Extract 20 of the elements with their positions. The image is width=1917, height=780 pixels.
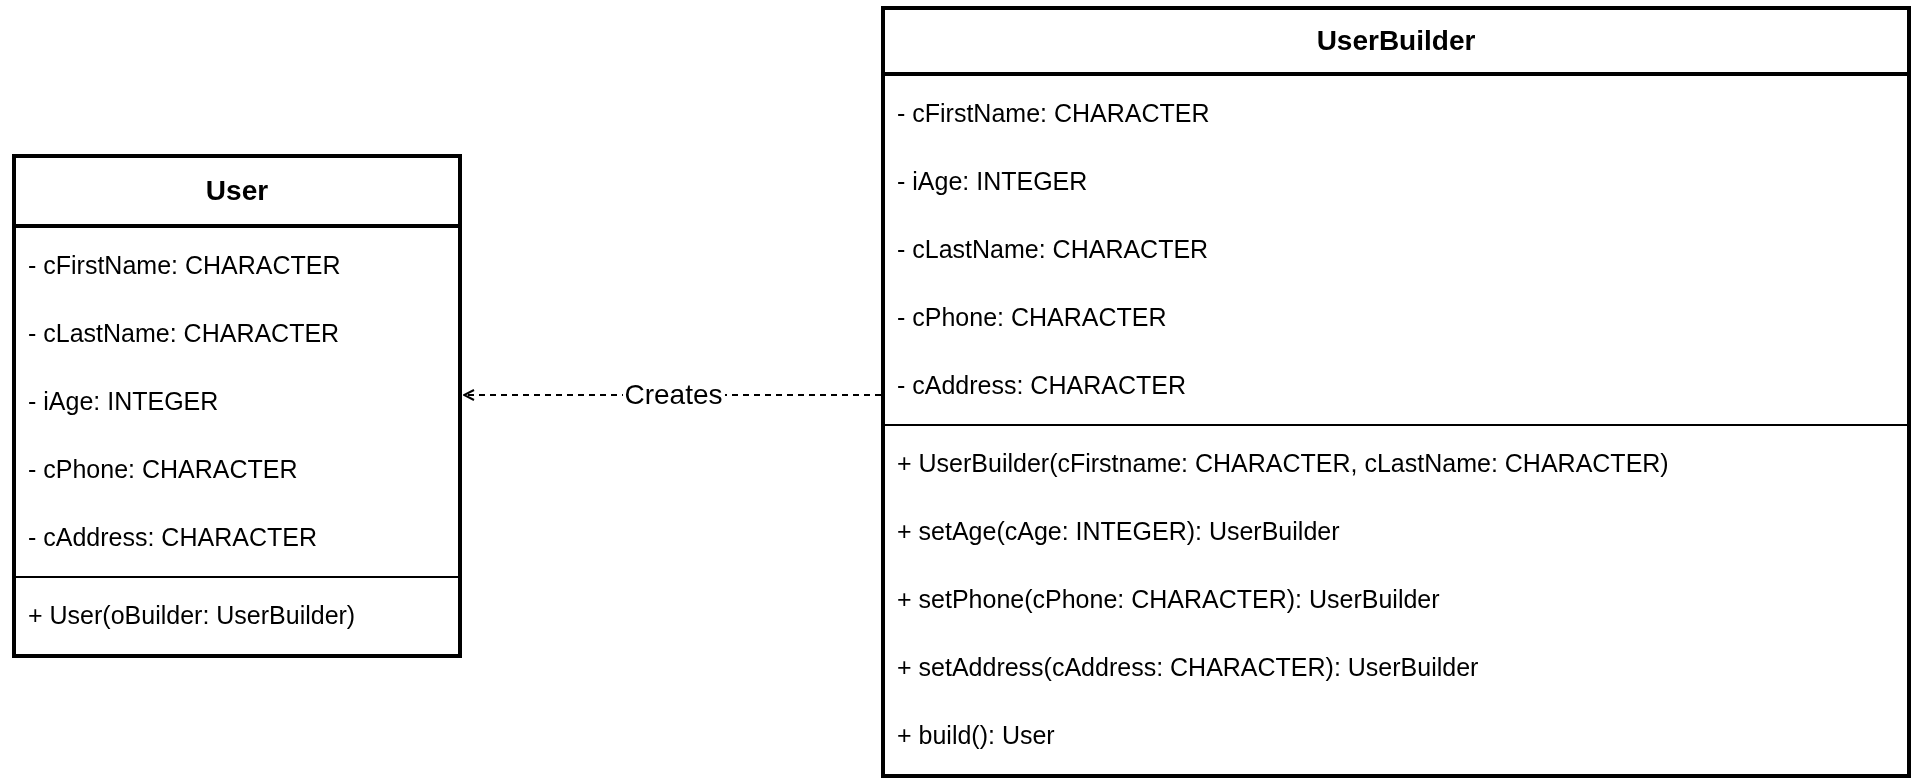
method-text: + User(oBuilder: UserBuilder) (27, 600, 357, 632)
method-text: + build(): User (896, 720, 1056, 752)
attribute-text: - cLastName: CHARACTER (896, 234, 1210, 266)
attribute-text: - cFirstName: CHARACTER (27, 250, 342, 282)
class-box (881, 6, 1911, 778)
attribute-text: - cPhone: CHARACTER (27, 454, 299, 486)
attribute-text: - iAge: INTEGER (27, 386, 220, 418)
attribute-text: - cFirstName: CHARACTER (896, 98, 1211, 130)
attribute-text: - iAge: INTEGER (896, 166, 1089, 198)
class-name: User (16, 158, 458, 228)
method-text: + setPhone(cPhone: CHARACTER): UserBuilder (896, 584, 1441, 616)
class-name: UserBuilder (885, 10, 1907, 76)
class-box (12, 154, 462, 658)
method-text: + setAddress(cAddress: CHARACTER): UserBuilder (896, 652, 1480, 684)
attribute-text: - cAddress: CHARACTER (896, 370, 1187, 402)
method-text: + setAge(cAge: INTEGER): UserBuilder (896, 516, 1341, 548)
attribute-text: - cAddress: CHARACTER (27, 522, 318, 554)
method-text: + UserBuilder(cFirstname: CHARACTER, cLastName: CHARACTER) (896, 448, 1670, 480)
attribute-text: - cPhone: CHARACTER (896, 302, 1168, 334)
attribute-text: - cLastName: CHARACTER (27, 318, 341, 350)
